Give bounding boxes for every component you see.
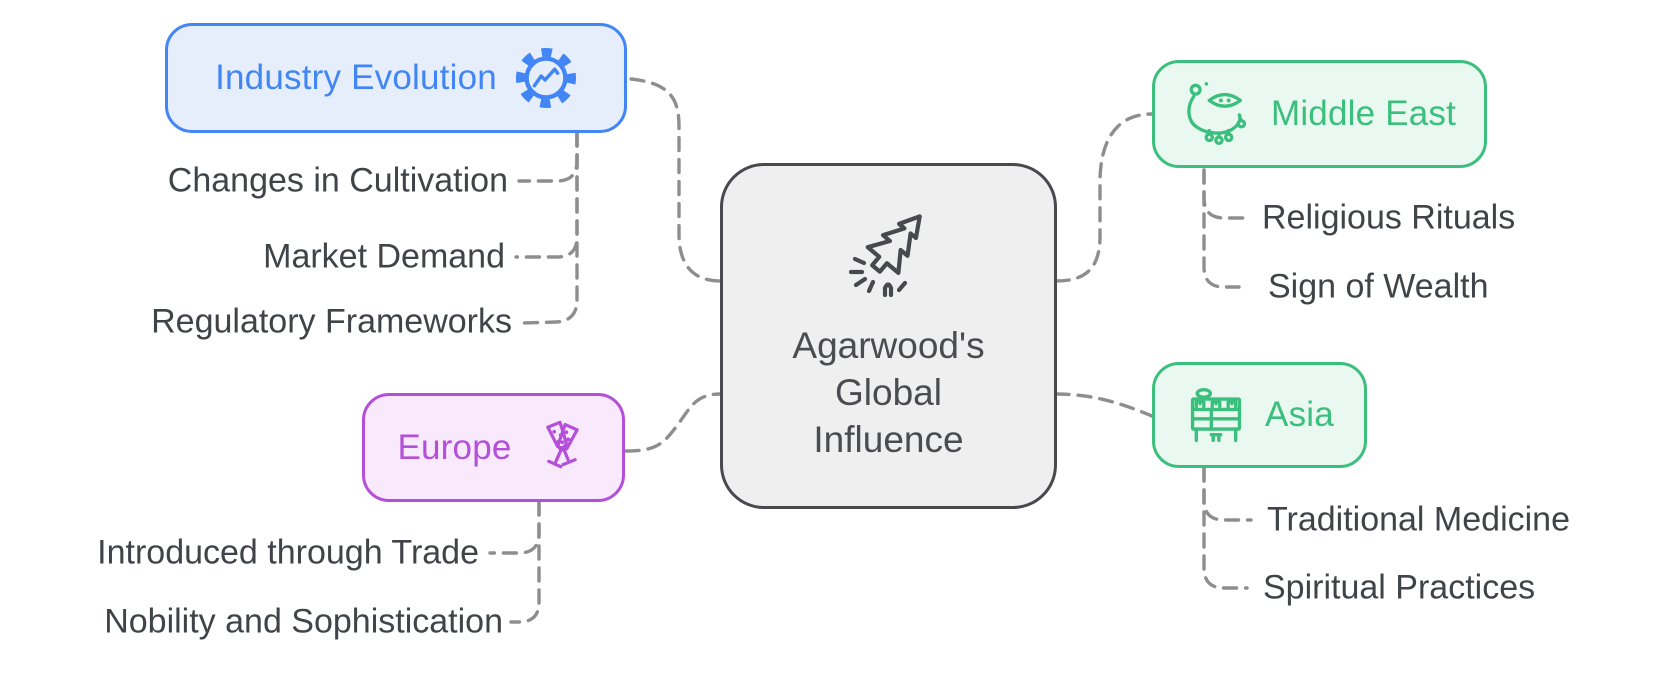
evil-eye-amulet-icon (1187, 82, 1247, 146)
connector-center-europe (624, 392, 723, 453)
medicine-cabinet-icon (1190, 388, 1242, 442)
subtopic-nobility-and-sophistication[interactable]: Nobility and Sophistication (104, 602, 503, 641)
center-title: Agarwood's Global Influence (792, 322, 984, 463)
branch-node-industry-evolution[interactable]: Industry Evolution (165, 23, 627, 133)
branch-label-asia: Asia (1265, 395, 1334, 434)
branch-label-middle-east: Middle East (1270, 94, 1457, 133)
subtopic-market-demand[interactable]: Market Demand (263, 237, 505, 276)
tree-launch-icon (848, 214, 922, 298)
champagne-glasses-icon (545, 420, 579, 468)
branch-label-europe: Europe (397, 427, 512, 467)
connector-center-middle-east (1054, 112, 1154, 283)
subtopic-introduced-through-trade[interactable]: Introduced through Trade (97, 533, 479, 572)
connector-ie-market-demand (514, 131, 579, 259)
center-node-agarwoods-global-influence[interactable]: Agarwood's Global Influence (720, 163, 1057, 509)
branch-node-asia[interactable]: Asia (1152, 362, 1367, 468)
gear-chart-icon (515, 47, 576, 109)
subtopic-traditional-medicine[interactable]: Traditional Medicine (1267, 500, 1570, 539)
subtopic-changes-in-cultivation[interactable]: Changes in Cultivation (167, 161, 508, 200)
center-title-line: Global (835, 372, 942, 413)
center-title-line: Influence (813, 419, 964, 460)
connector-center-industry-evolution (629, 77, 723, 283)
branch-node-europe[interactable]: Europe (362, 393, 625, 502)
subtopic-religious-rituals[interactable]: Religious Rituals (1262, 198, 1516, 237)
connector-asia-spiritual-practices (1202, 466, 1249, 590)
connector-ie-regulatory-frameworks (521, 131, 579, 325)
connector-me-religious-rituals (1202, 168, 1249, 220)
branch-node-middle-east[interactable]: Middle East (1152, 60, 1487, 168)
connector-center-asia (1054, 392, 1154, 418)
branch-label-industry-evolution: Industry Evolution (215, 58, 497, 97)
connector-ie-changes-in-cultivation (517, 131, 579, 183)
connector-europe-introduced-through-trade (488, 500, 541, 555)
subtopic-spiritual-practices[interactable]: Spiritual Practices (1263, 568, 1536, 607)
connector-asia-traditional-medicine (1202, 466, 1253, 522)
connector-europe-nobility-and-sophistication (509, 500, 541, 624)
center-title-line: Agarwood's (792, 325, 985, 366)
connector-me-sign-of-wealth (1202, 168, 1241, 289)
subtopic-regulatory-frameworks[interactable]: Regulatory Frameworks (151, 302, 512, 341)
subtopic-sign-of-wealth[interactable]: Sign of Wealth (1268, 267, 1489, 306)
